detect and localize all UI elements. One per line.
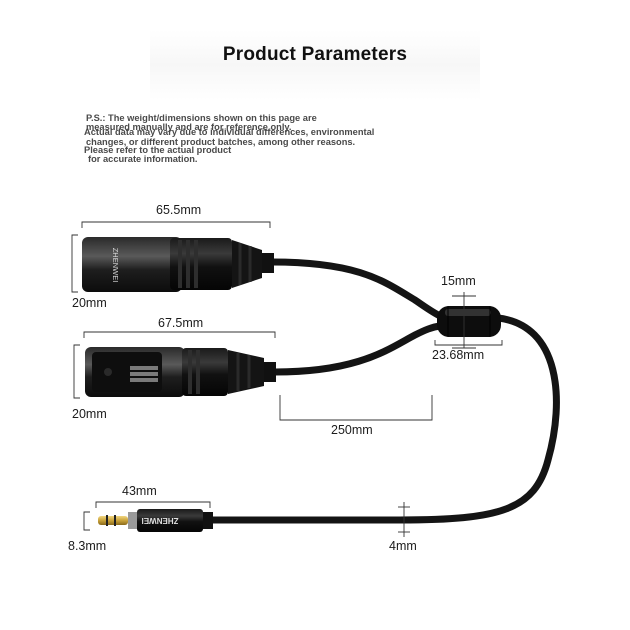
cable-lower xyxy=(274,322,441,376)
xlr-male-connector-icon xyxy=(82,237,274,292)
dim-xlr-female-diameter: 20mm xyxy=(72,407,107,421)
note-line-6: for accurate information. xyxy=(88,154,198,164)
dim-trs-length: 43mm xyxy=(122,484,157,498)
dim-splitter-length: 23.68mm xyxy=(432,348,485,362)
splitter-icon xyxy=(437,306,501,337)
note-line-3: Actual data may vary due to individual d… xyxy=(84,127,375,137)
dim-xlr-male-diameter: 20mm xyxy=(72,296,107,310)
note-line-1: P.S.: The weight/dimensions shown on thi… xyxy=(86,113,317,123)
dim-split-cable-length: 250mm xyxy=(331,423,373,437)
trs-plug-brand: ZHENWEI xyxy=(142,516,179,525)
trs-plug-icon xyxy=(98,509,213,532)
dim-xlr-male-length: 65.5mm xyxy=(156,203,202,217)
dim-xlr-female-length: 67.5mm xyxy=(158,316,204,330)
xlr-female-connector-icon xyxy=(85,347,276,397)
dim-main-cable-diameter: 4mm xyxy=(389,539,417,553)
cable-main xyxy=(212,314,560,524)
dimension-lines xyxy=(71,221,503,537)
cable-upper xyxy=(271,258,442,320)
xlr-male-brand: ZHENWEI xyxy=(111,248,120,283)
page-title: Product Parameters xyxy=(222,44,408,65)
dim-splitter-width: 15mm xyxy=(441,274,476,288)
note-line-5: Please refer to the actual product xyxy=(84,145,232,155)
note-line-4: changes, or different product batches, a… xyxy=(86,137,356,147)
title-band xyxy=(150,30,480,100)
note-line-2: measured manually and are for reference … xyxy=(86,122,292,132)
dim-trs-diameter: 8.3mm xyxy=(68,539,107,553)
